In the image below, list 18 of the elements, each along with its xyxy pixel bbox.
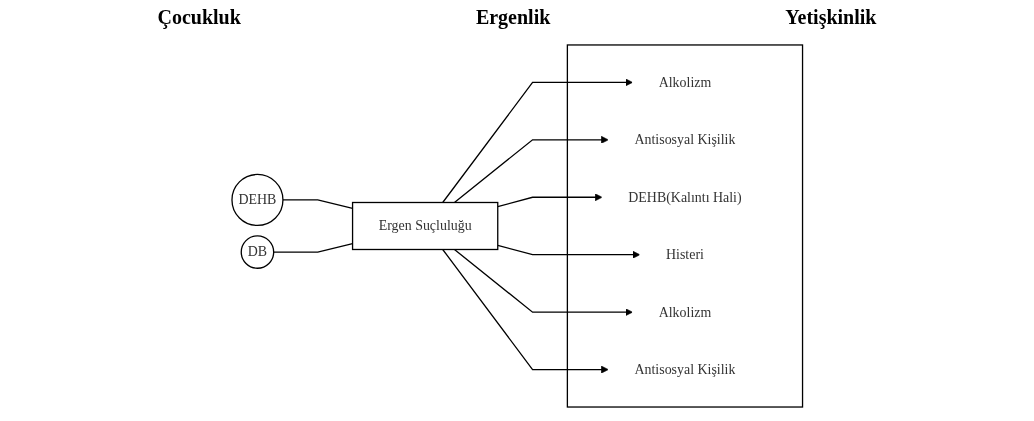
arrow: [441, 78, 633, 204]
node-text: DEHB(Kalıntı Hali): [628, 189, 742, 205]
connector: [282, 199, 353, 210]
stage-heading: Ergenlik: [475, 6, 551, 31]
stage-heading: Yetişkinlik: [785, 6, 877, 31]
arrow: [453, 136, 609, 204]
arrow: [453, 248, 633, 316]
node-text: Antisosyal Kişilik: [634, 132, 736, 147]
node-box: Ergen Suçluluğu: [351, 201, 499, 251]
cluster: [566, 44, 803, 408]
node-circle: DB: [240, 235, 275, 269]
node-text: Alkolizm: [658, 74, 711, 90]
node-circle: DEHB: [231, 173, 284, 227]
node-text: Histeri: [665, 246, 704, 262]
node-text: Alkolizm: [658, 304, 711, 320]
stage-heading: Çocukluk: [157, 6, 241, 31]
node-text: Antisosyal Kişilik: [634, 361, 736, 377]
arrow: [441, 248, 609, 374]
